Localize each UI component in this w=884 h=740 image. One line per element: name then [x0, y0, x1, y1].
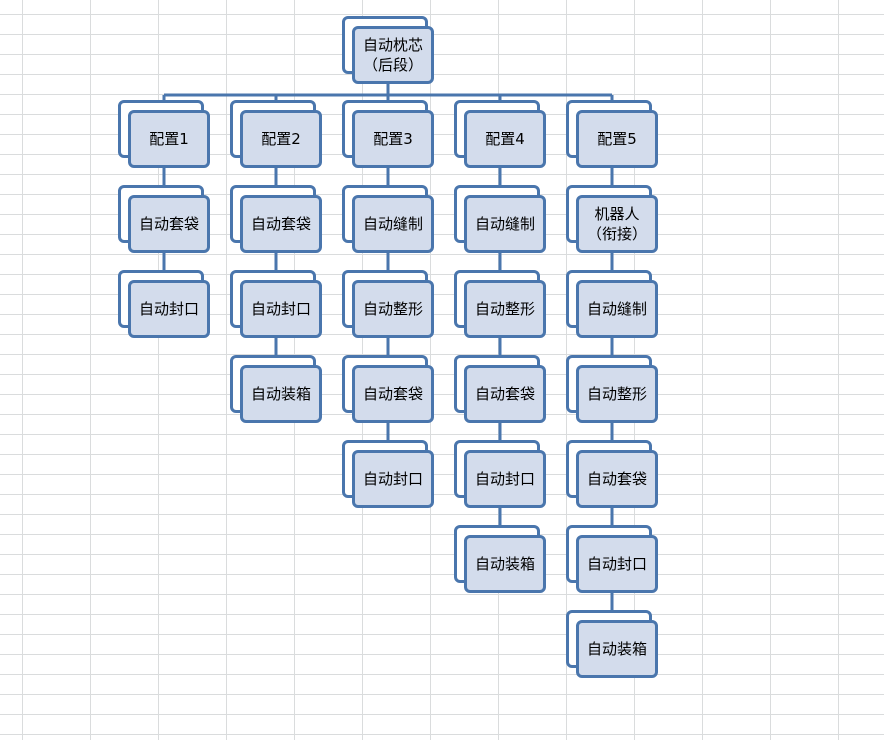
step-node-2-1: 自动套袋 — [230, 185, 322, 253]
step-node-3-3: 自动套袋 — [342, 355, 434, 423]
step-node-3-1: 自动缝制 — [342, 185, 434, 253]
config-node-4-label: 配置4 — [464, 110, 546, 168]
step-node-3-2-label: 自动整形 — [352, 280, 434, 338]
config-node-3-label: 配置3 — [352, 110, 434, 168]
step-node-1-2-label: 自动封口 — [128, 280, 210, 338]
step-node-3-2: 自动整形 — [342, 270, 434, 338]
step-node-4-5: 自动装箱 — [454, 525, 546, 593]
step-node-4-2-label: 自动整形 — [464, 280, 546, 338]
config-node-3: 配置3 — [342, 100, 434, 168]
step-node-1-1: 自动套袋 — [118, 185, 210, 253]
root-node: 自动枕芯 （后段） — [342, 16, 434, 84]
step-node-2-2: 自动封口 — [230, 270, 322, 338]
step-node-5-5: 自动封口 — [566, 525, 658, 593]
config-node-5-label: 配置5 — [576, 110, 658, 168]
step-node-5-5-label: 自动封口 — [576, 535, 658, 593]
step-node-4-1: 自动缝制 — [454, 185, 546, 253]
step-node-5-4-label: 自动套袋 — [576, 450, 658, 508]
step-node-2-3: 自动装箱 — [230, 355, 322, 423]
step-node-4-5-label: 自动装箱 — [464, 535, 546, 593]
step-node-4-3-label: 自动套袋 — [464, 365, 546, 423]
step-node-4-4-label: 自动封口 — [464, 450, 546, 508]
step-node-5-3-label: 自动整形 — [576, 365, 658, 423]
step-node-5-6-label: 自动装箱 — [576, 620, 658, 678]
step-node-4-3: 自动套袋 — [454, 355, 546, 423]
step-node-4-1-label: 自动缝制 — [464, 195, 546, 253]
step-node-5-2: 自动缝制 — [566, 270, 658, 338]
step-node-3-3-label: 自动套袋 — [352, 365, 434, 423]
step-node-5-1: 机器人 （衔接） — [566, 185, 658, 253]
step-node-3-4: 自动封口 — [342, 440, 434, 508]
step-node-5-1-label: 机器人 （衔接） — [576, 195, 658, 253]
config-node-4: 配置4 — [454, 100, 546, 168]
step-node-4-2: 自动整形 — [454, 270, 546, 338]
step-node-2-3-label: 自动装箱 — [240, 365, 322, 423]
root-node-label: 自动枕芯 （后段） — [352, 26, 434, 84]
step-node-5-3: 自动整形 — [566, 355, 658, 423]
config-node-2: 配置2 — [230, 100, 322, 168]
step-node-2-2-label: 自动封口 — [240, 280, 322, 338]
step-node-3-4-label: 自动封口 — [352, 450, 434, 508]
step-node-5-4: 自动套袋 — [566, 440, 658, 508]
step-node-5-2-label: 自动缝制 — [576, 280, 658, 338]
step-node-5-6: 自动装箱 — [566, 610, 658, 678]
step-node-1-2: 自动封口 — [118, 270, 210, 338]
step-node-1-1-label: 自动套袋 — [128, 195, 210, 253]
step-node-3-1-label: 自动缝制 — [352, 195, 434, 253]
step-node-4-4: 自动封口 — [454, 440, 546, 508]
config-node-5: 配置5 — [566, 100, 658, 168]
config-node-1: 配置1 — [118, 100, 210, 168]
step-node-2-1-label: 自动套袋 — [240, 195, 322, 253]
config-node-1-label: 配置1 — [128, 110, 210, 168]
config-node-2-label: 配置2 — [240, 110, 322, 168]
